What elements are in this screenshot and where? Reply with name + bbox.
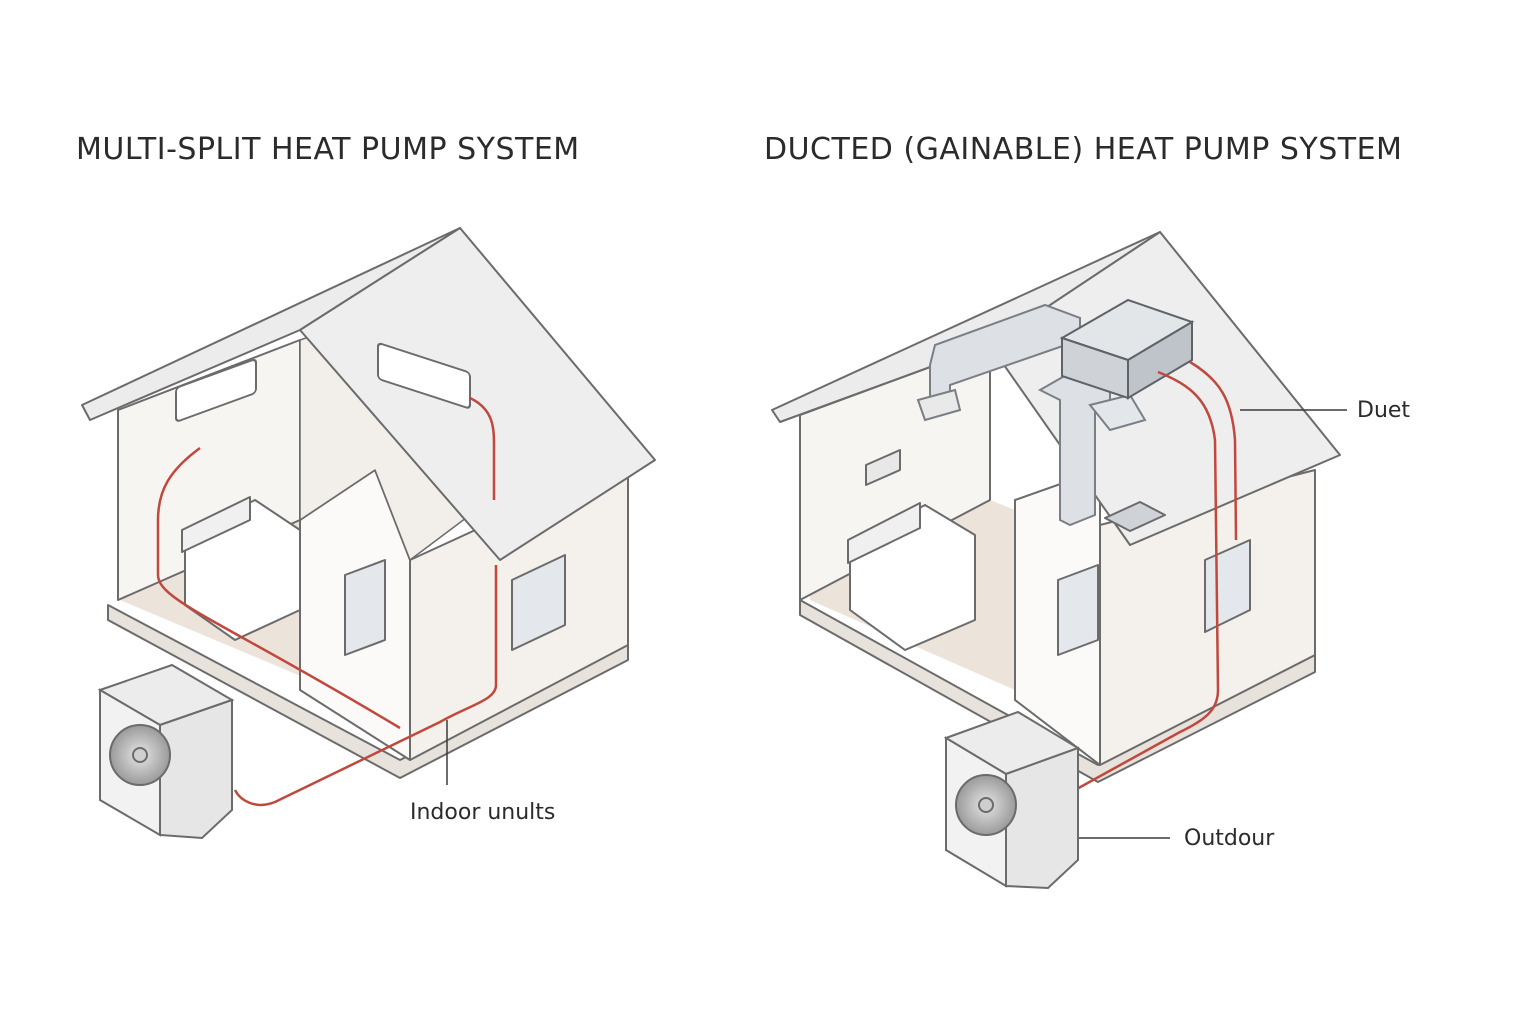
bed-headboard-r [847,502,921,564]
roof-right [299,227,656,561]
duct-register-left [916,388,962,422]
house-floor-slab [107,604,629,779]
vent-grille [865,449,901,486]
refrigerant-line-r1 [1074,370,1220,792]
callout-duct: Duet [1357,398,1411,423]
window-partition [344,559,386,656]
outdoor-unit-left [97,663,235,840]
outdoor-unit-left-side [159,698,233,840]
fan-hub [978,797,994,813]
window-right [511,554,566,651]
air-handler [1059,298,1195,400]
air-handler-side [1127,320,1193,400]
house-floor-slab-r [799,599,1316,783]
refrigerant-line-3 [233,565,498,807]
outdoor-unit-right-side [1005,746,1079,890]
diagram-title-multi-split: MULTI-SPLIT HEAT PUMP SYSTEM [76,132,580,167]
indoor-unit-1 [175,358,257,422]
duct-lower [1088,393,1147,432]
ceiling-register [1104,501,1166,532]
callout-outdoor: Outdour [1184,826,1275,851]
indoor-unit-2 [377,342,471,409]
fan-hub [132,747,148,763]
refrigerant-lines-right [1074,360,1238,792]
refrigerant-lines-left [156,396,498,807]
diagram-title-ducted: DUCTED (GAINABLE) HEAT PUMP SYSTEM [764,132,1403,167]
callout-indoor-units: Indoor unults [410,800,556,825]
window-front-r [1057,564,1099,656]
bed-headboard [181,496,251,553]
multi-split-house [81,227,656,779]
outdoor-unit-right [943,710,1081,890]
refrigerant-line-1 [156,446,401,730]
refrigerant-line-2 [469,396,496,500]
refrigerant-line-r2 [1189,360,1238,541]
ductwork [916,303,1147,527]
